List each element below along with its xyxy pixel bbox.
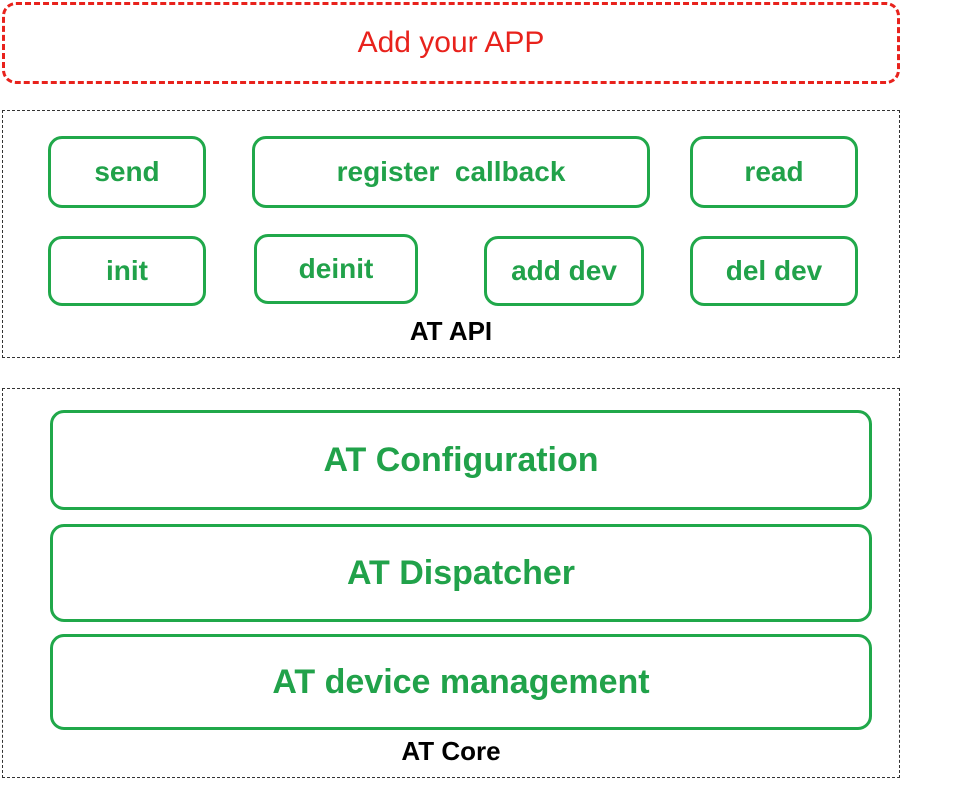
api-send-box: send (48, 136, 206, 208)
api-read-box: read (690, 136, 858, 208)
at-core-group (2, 388, 900, 778)
at-api-label: AT API (409, 316, 493, 346)
at-api-group (2, 110, 900, 358)
at-device-management-box: AT device management (50, 634, 872, 730)
app-layer-label: Add your APP (357, 26, 545, 59)
api-deinit-box: deinit (254, 234, 418, 304)
api-del-dev-box: del dev (690, 236, 858, 306)
api-add-dev-box: add dev (484, 236, 644, 306)
at-core-label: AT Core (401, 736, 501, 766)
api-register-callback-box: register callback (252, 136, 650, 208)
at-configuration-box: AT Configuration (50, 410, 872, 510)
at-dispatcher-box: AT Dispatcher (50, 524, 872, 622)
app-layer-box: Add your APP (2, 2, 900, 84)
api-init-box: init (48, 236, 206, 306)
